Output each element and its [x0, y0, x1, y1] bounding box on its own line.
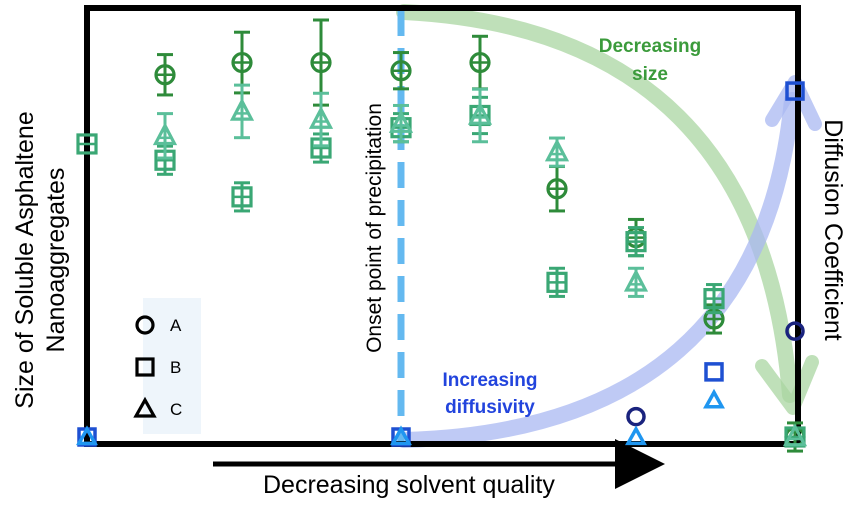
onset-label: Onset point of precipitation [363, 103, 386, 353]
diffusion-trend-arrow [396, 92, 800, 448]
size-triangle-point-4 [467, 101, 493, 125]
y-right-label: Diffusion Coefficient [819, 119, 847, 340]
size-annotation-line2: size [632, 64, 668, 85]
size-trend-arrow [396, 4, 798, 403]
size-triangle-point-7 [782, 423, 808, 447]
legend-square-marker [135, 357, 155, 377]
y-left-label-line2: Nanoaggregates [42, 168, 70, 353]
diffusivity-annotation-line2: diffusivity [445, 397, 535, 418]
diffusion-triangle-point-3 [703, 388, 725, 409]
size-triangle-point-2 [308, 105, 334, 129]
size-annotation-line1: Decreasing [599, 36, 701, 57]
legend-circle-marker [135, 315, 155, 335]
legend: A B C [133, 315, 182, 419]
y-left-label-line1: Size of Soluble Asphaltene [11, 111, 39, 408]
diffusion-triangle-point-2 [625, 425, 647, 446]
diffusivity-annotation-line1: Increasing [442, 370, 537, 391]
legend-label-C: C [170, 400, 182, 419]
size-triangle-point-5 [544, 138, 570, 162]
diffusion-triangle-point-1 [390, 425, 412, 446]
diffusion-circle-point-1 [785, 321, 805, 341]
size-triangle-point-1 [229, 97, 255, 121]
legend-label-B: B [170, 358, 181, 377]
size-triangle-point-0 [152, 122, 178, 146]
legend-triangle-marker [133, 396, 157, 418]
size-triangle-point-3 [388, 109, 414, 133]
size-triangle-point-6 [623, 268, 649, 292]
diffusion-square-point-2 [704, 362, 724, 382]
diffusion-circle-point-0 [626, 406, 646, 427]
diffusion-triangle-point-0 [76, 425, 98, 446]
size-trend-arrowhead [755, 355, 819, 415]
diffusion-square-point-3 [785, 81, 805, 101]
x-axis-label: Decreasing solvent quality [263, 471, 555, 499]
plot-frame [84, 5, 801, 447]
legend-label-A: A [170, 316, 182, 335]
